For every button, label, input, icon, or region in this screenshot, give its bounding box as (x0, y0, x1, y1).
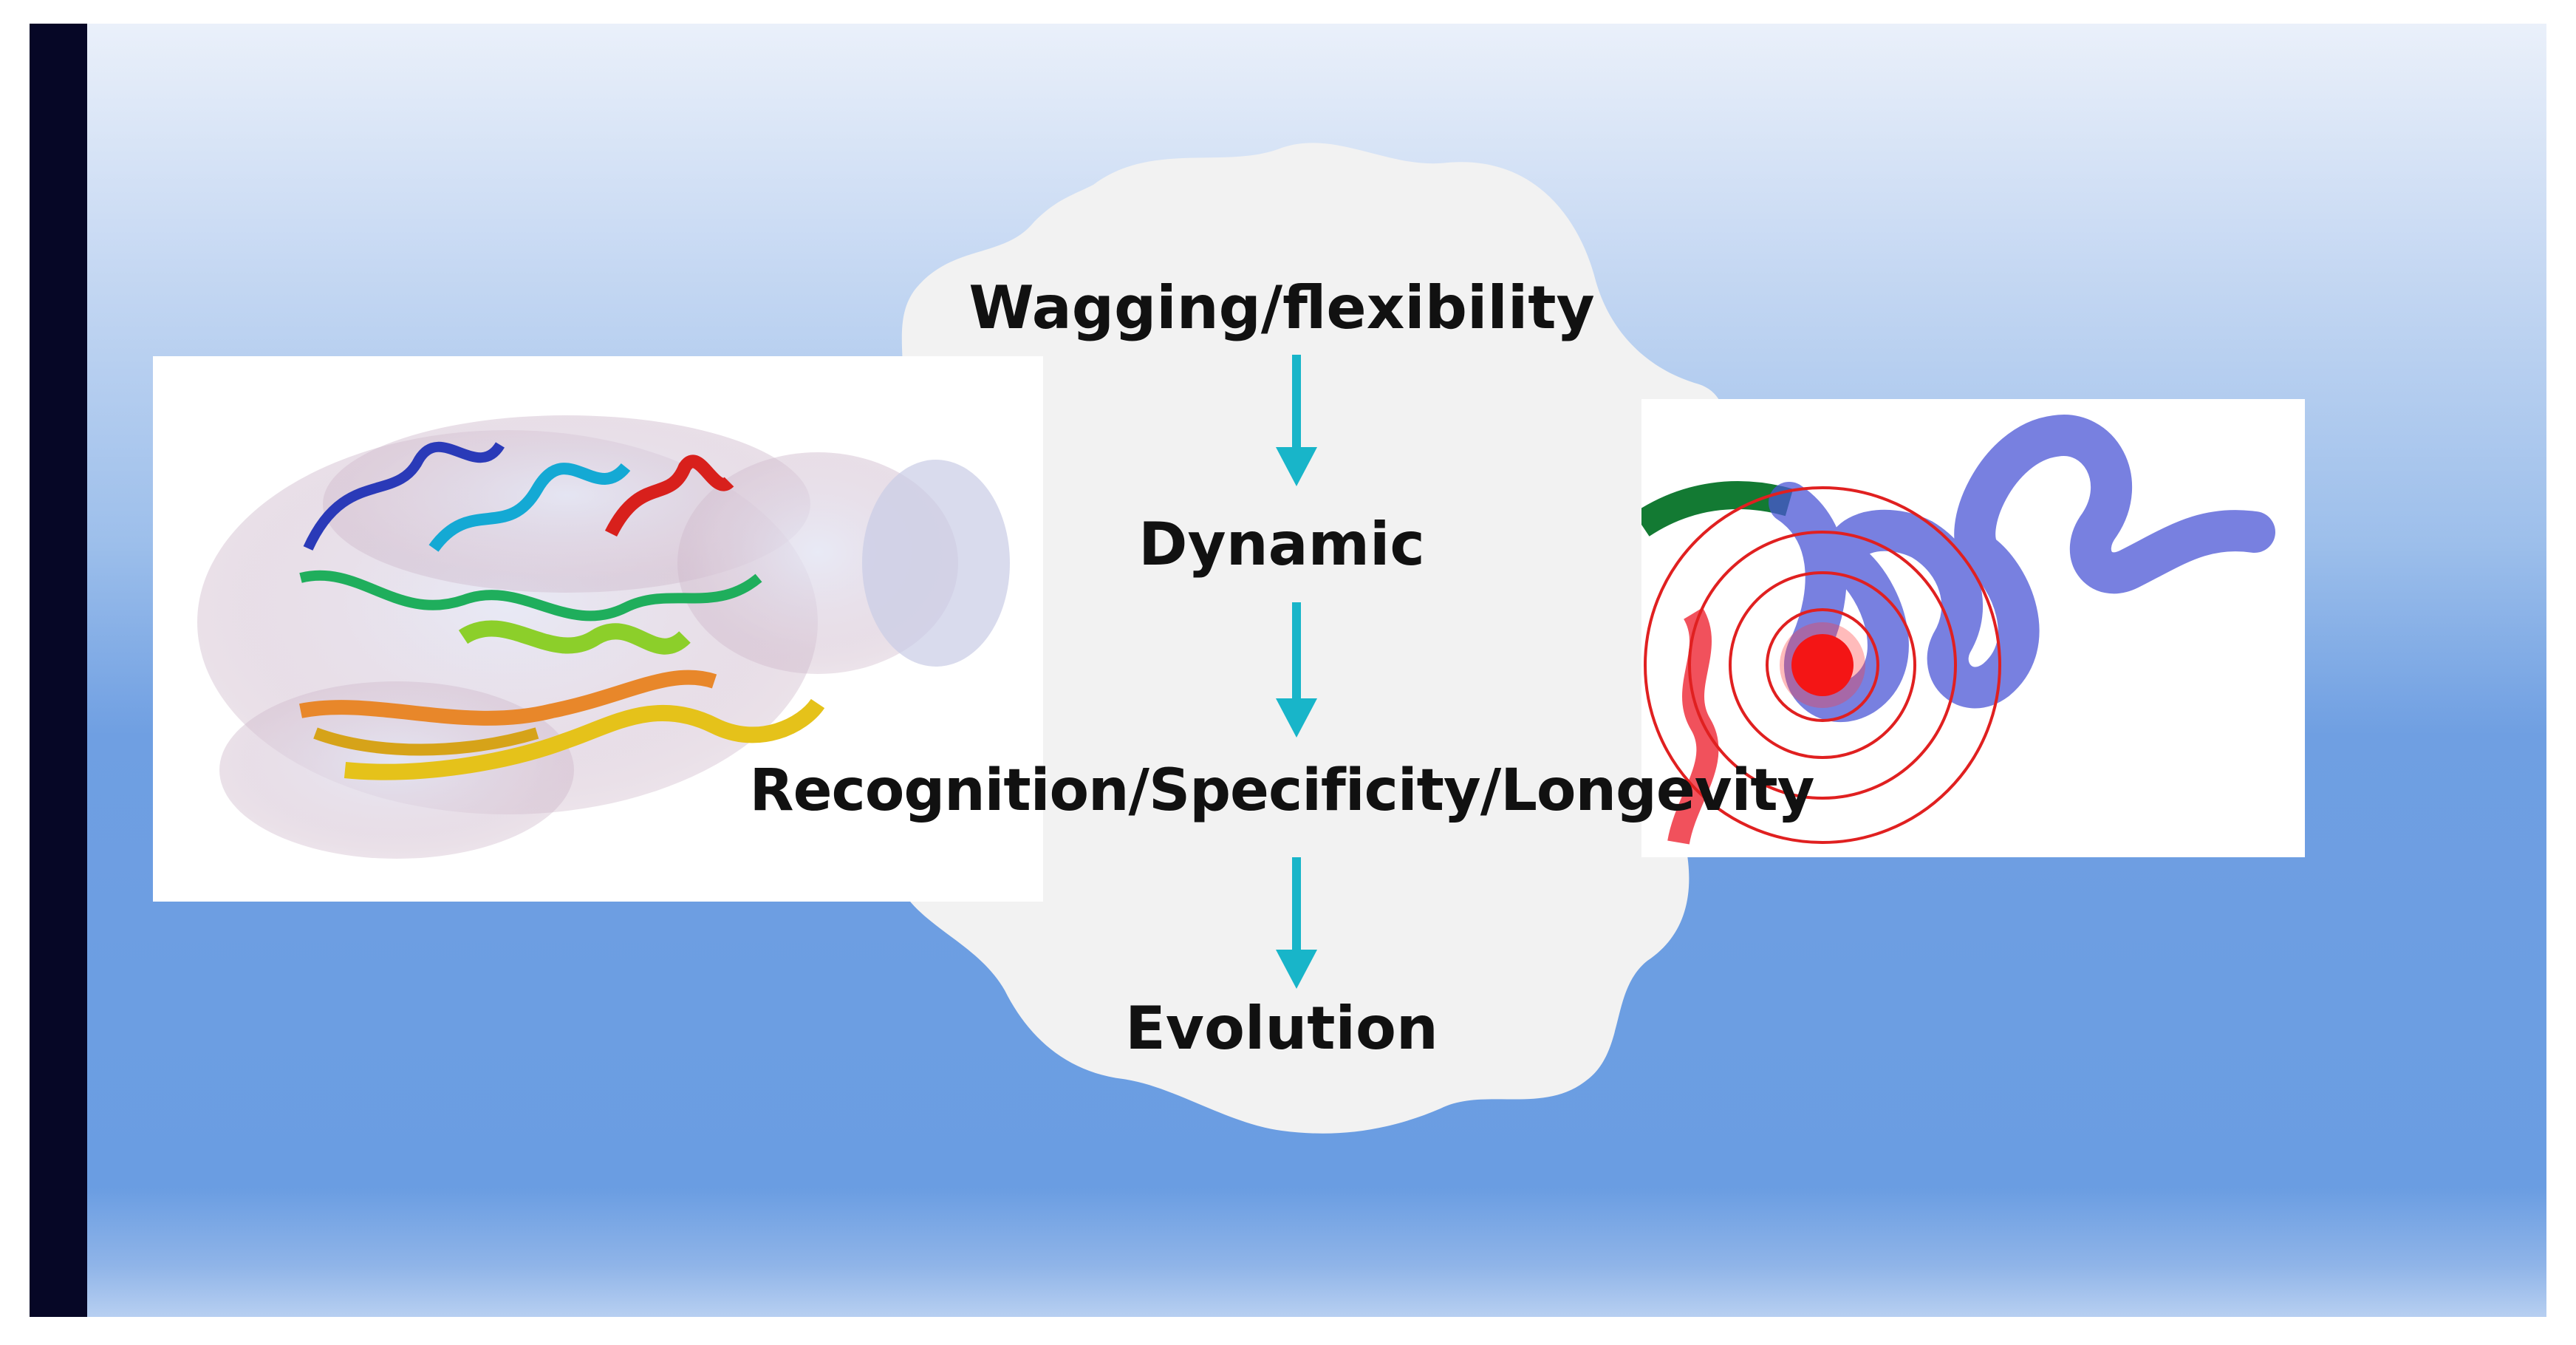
disordered-chain-image (1641, 399, 2305, 857)
ribbon-cyan (428, 463, 631, 552)
ribbon-lime (458, 620, 691, 655)
target-center-highlight (1780, 622, 1865, 708)
arrow-down-icon (1276, 602, 1317, 738)
target-ring-outer (1644, 486, 2001, 844)
arrow-down-head (1276, 950, 1317, 989)
target-ring-4 (1766, 608, 1879, 722)
chain-blue (1769, 415, 2275, 722)
ribbon-gold (313, 727, 539, 756)
disordered-chain-graphic (1641, 415, 2275, 845)
ribbon-orange (299, 670, 717, 726)
step-label-evolution: Evolution (1125, 994, 1438, 1063)
arrow-down-head (1276, 698, 1317, 738)
ribbon-red (604, 454, 734, 537)
chain-red (1667, 607, 1719, 845)
target-center (1791, 634, 1854, 696)
ribbon-yellow (344, 698, 825, 780)
arrow-down-icon (1276, 355, 1317, 486)
step-label-recognition: Recognition/Specificity/Longevity (749, 757, 1815, 824)
arrow-down-head (1276, 447, 1317, 486)
protein-structure-image (153, 356, 1043, 902)
chain-green (1641, 481, 1794, 537)
protein-structure-graphic (197, 415, 1010, 859)
step-label-wagging-flexibility: Wagging/flexibility (968, 273, 1595, 342)
ribbon-green (299, 570, 762, 622)
surface-blob-far (862, 460, 1010, 667)
left-accent-bar (30, 24, 87, 1317)
target-ring-3 (1729, 571, 1916, 759)
ribbon-blue (303, 441, 505, 551)
target-ring-2 (1688, 531, 1957, 800)
step-label-dynamic: Dynamic (1138, 510, 1425, 579)
cloud-path (878, 143, 1727, 1134)
arrow-down-icon (1276, 857, 1317, 989)
